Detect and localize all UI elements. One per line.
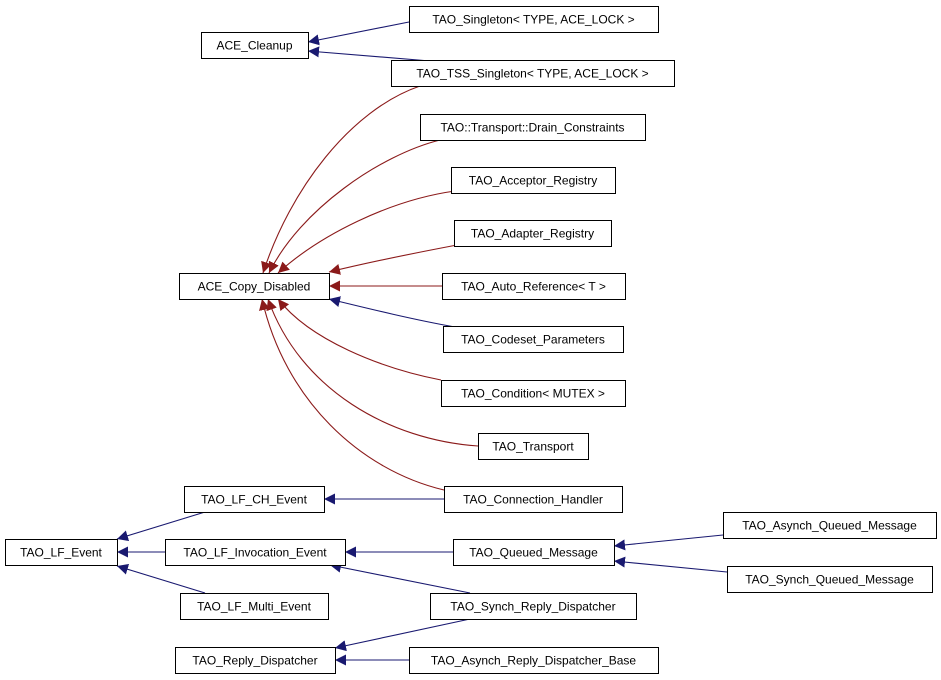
node-synch-reply-dispatcher[interactable]: TAO_Synch_Reply_Dispatcher (430, 593, 637, 620)
node-label: TAO_LF_CH_Event (201, 493, 307, 507)
node-label: TAO_LF_Multi_Event (197, 600, 311, 614)
node-lf-invocation-event[interactable]: TAO_LF_Invocation_Event (165, 539, 346, 566)
node-box (165, 539, 346, 566)
node-box (180, 593, 329, 620)
edge-synch-reply-dispatcher-to-lf-invocation-event (329, 561, 471, 594)
node-queued-message[interactable]: TAO_Queued_Message (453, 539, 615, 566)
node-label: TAO_Auto_Reference< T > (461, 280, 606, 294)
node-box (453, 539, 615, 566)
node-lf-ch-event[interactable]: TAO_LF_CH_Event (184, 486, 325, 513)
node-tao-singleton[interactable]: TAO_Singleton< TYPE, ACE_LOCK > (409, 6, 659, 33)
node-transport[interactable]: TAO_Transport (478, 433, 589, 460)
node-box (443, 326, 624, 353)
node-label: TAO_Reply_Dispatcher (192, 654, 317, 668)
node-label: TAO_Transport (492, 440, 574, 454)
node-lf-event[interactable]: TAO_LF_Event (5, 539, 118, 566)
edge-adapter-registry-to-ace-copy-disabled (328, 244, 458, 275)
node-label: TAO_Singleton< TYPE, ACE_LOCK > (432, 13, 634, 27)
edge-synch-reply-dispatcher-to-reply-dispatcher (334, 618, 471, 652)
node-auto-reference[interactable]: TAO_Auto_Reference< T > (442, 273, 626, 300)
node-label: TAO_Adapter_Registry (471, 227, 594, 241)
node-lf-multi-event[interactable]: TAO_LF_Multi_Event (180, 593, 329, 620)
node-box (723, 512, 937, 539)
edge-synch-queued-message-to-queued-message (613, 556, 728, 573)
edge-tao-tss-singleton-to-ace-cleanup (307, 46, 431, 62)
node-box (441, 380, 626, 407)
node-box (454, 220, 612, 247)
edge-connection-handler-to-ace-copy-disabled (259, 298, 445, 491)
node-synch-queued-message[interactable]: TAO_Synch_Queued_Message (727, 566, 933, 593)
node-box (420, 114, 646, 141)
node-label: TAO_Condition< MUTEX > (461, 387, 605, 401)
node-box (409, 6, 659, 33)
node-label: TAO_Synch_Queued_Message (745, 573, 914, 587)
node-box (184, 486, 325, 513)
node-box (5, 539, 118, 566)
node-ace-copy-disabled[interactable]: ACE_Copy_Disabled (179, 273, 330, 300)
node-box (478, 433, 589, 460)
node-drain-constraints[interactable]: TAO::Transport::Drain_Constraints (420, 114, 646, 141)
node-box (442, 273, 626, 300)
edge-transport-to-ace-copy-disabled (266, 298, 479, 447)
node-box (727, 566, 933, 593)
node-adapter-registry[interactable]: TAO_Adapter_Registry (454, 220, 612, 247)
node-label: TAO_Asynch_Queued_Message (742, 519, 917, 533)
node-label: TAO_TSS_Singleton< TYPE, ACE_LOCK > (416, 67, 648, 81)
node-box (201, 32, 309, 59)
node-label: TAO_Synch_Reply_Dispatcher (450, 600, 615, 614)
edge-acceptor-registry-to-ace-copy-disabled (277, 190, 456, 274)
node-condition[interactable]: TAO_Condition< MUTEX > (441, 380, 626, 407)
node-label: TAO_Acceptor_Registry (469, 174, 598, 188)
node-box (391, 60, 675, 87)
node-box (179, 273, 330, 300)
edge-lf-multi-event-to-lf-event (116, 563, 206, 594)
node-reply-dispatcher[interactable]: TAO_Reply_Dispatcher (175, 647, 336, 674)
node-label: TAO_Connection_Handler (463, 493, 603, 507)
edges-layer (116, 21, 728, 666)
node-box (409, 647, 659, 674)
edge-tao-singleton-to-ace-cleanup (307, 21, 410, 46)
edge-condition-to-ace-copy-disabled (277, 298, 442, 381)
node-box (451, 167, 616, 194)
node-codeset-parameters[interactable]: TAO_Codeset_Parameters (443, 326, 624, 353)
edge-tao-tss-singleton-to-ace-copy-disabled (261, 85, 421, 274)
nodes-layer: ACE_Cleanup TAO_Singleton< TYPE, ACE_LOCK… (5, 6, 937, 674)
node-label: TAO_LF_Invocation_Event (183, 546, 327, 560)
edge-asynch-queued-message-to-queued-message (613, 534, 724, 551)
node-label: TAO_Queued_Message (469, 546, 598, 560)
edge-lf-ch-event-to-lf-event (116, 511, 206, 542)
node-label: ACE_Copy_Disabled (198, 280, 311, 294)
edge-codeset-parameters-to-ace-copy-disabled (328, 296, 456, 328)
node-label: TAO_Asynch_Reply_Dispatcher_Base (431, 654, 637, 668)
node-connection-handler[interactable]: TAO_Connection_Handler (444, 486, 623, 513)
node-label: TAO_LF_Event (20, 546, 102, 560)
node-asynch-queued-message[interactable]: TAO_Asynch_Queued_Message (723, 512, 937, 539)
node-acceptor-registry[interactable]: TAO_Acceptor_Registry (451, 167, 616, 194)
node-box (430, 593, 637, 620)
edge-drain-constraints-to-ace-copy-disabled (268, 139, 441, 274)
node-box (444, 486, 623, 513)
node-tao-tss-singleton[interactable]: TAO_TSS_Singleton< TYPE, ACE_LOCK > (391, 60, 675, 87)
node-asynch-reply-dispatcher-base[interactable]: TAO_Asynch_Reply_Dispatcher_Base (409, 647, 659, 674)
node-label: TAO::Transport::Drain_Constraints (440, 121, 624, 135)
node-ace-cleanup[interactable]: ACE_Cleanup (201, 32, 309, 59)
node-label: ACE_Cleanup (216, 39, 292, 53)
node-label: TAO_Codeset_Parameters (461, 333, 605, 347)
node-box (175, 647, 336, 674)
